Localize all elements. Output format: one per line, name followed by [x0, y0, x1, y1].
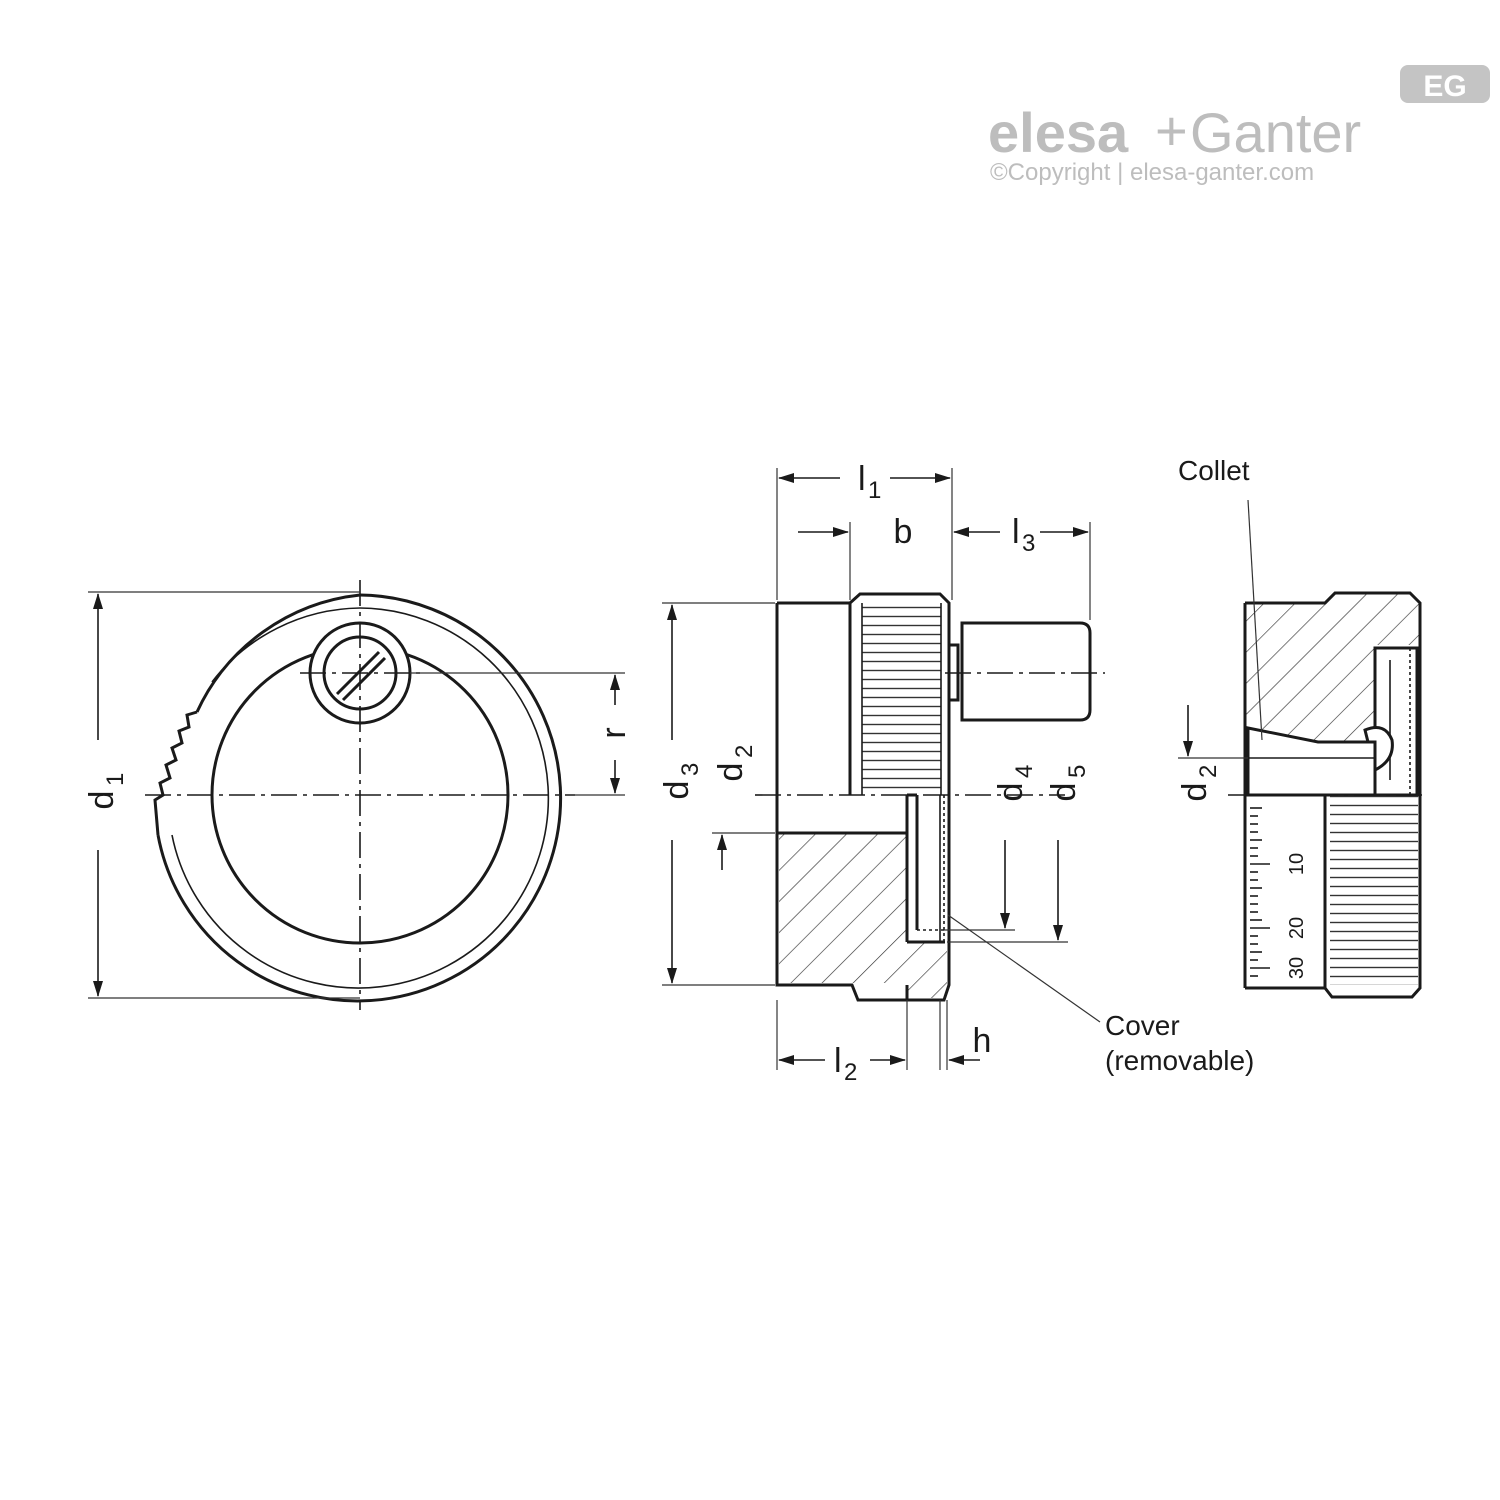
section-dim-label-d2: d — [1176, 783, 1214, 802]
brand-logo: EG elesa + Ganter ©Copyright | elesa-gan… — [988, 65, 1490, 186]
dim-label-l1: l — [858, 460, 866, 498]
dim-label-d3: d — [658, 781, 696, 800]
side-view: l 1 b l 3 d 3 d 2 d 4 — [658, 460, 1254, 1086]
dim-label-d4: d — [992, 783, 1030, 802]
dial-scale-label-10: 10 — [1286, 853, 1308, 875]
dim-label-l2: l — [834, 1042, 842, 1080]
dim-label-h: h — [973, 1022, 992, 1060]
dim-label-d1-sub: 1 — [102, 773, 129, 786]
dim-label-d5-sub: 5 — [1064, 765, 1091, 778]
dim-label-d5: d — [1045, 783, 1083, 802]
brand-name-ganter: Ganter — [1190, 101, 1361, 164]
dim-label-r: r — [595, 727, 633, 738]
brand-plus: + — [1155, 99, 1188, 162]
dim-label-l2-sub: 2 — [844, 1059, 857, 1086]
dim-label-l1-sub: 1 — [868, 477, 881, 504]
front-view: d 1 r — [83, 580, 633, 1010]
cover-sublabel: (removable) — [1105, 1045, 1254, 1076]
collet-label: Collet — [1178, 455, 1250, 486]
cover-label: Cover — [1105, 1010, 1180, 1041]
dial-scale-label-30: 30 — [1286, 957, 1308, 979]
dim-label-d2: d — [712, 763, 750, 782]
dim-label-l3: l — [1012, 513, 1020, 551]
dial-scale-ticks — [1250, 807, 1270, 977]
eg-badge-icon — [1400, 65, 1490, 103]
brand-name-elesa: elesa — [988, 101, 1129, 164]
dial-scale-label-20: 20 — [1286, 917, 1308, 939]
dim-label-d2-sub: 2 — [731, 745, 758, 758]
section-view: 10 20 30 Collet d 2 — [1176, 455, 1425, 999]
dim-label-d4-sub: 4 — [1011, 765, 1038, 778]
eg-badge-text: EG — [1423, 70, 1466, 103]
section-dim-label-d2-sub: 2 — [1195, 765, 1222, 778]
dim-label-l3-sub: 3 — [1022, 530, 1035, 557]
dim-label-b: b — [894, 513, 913, 551]
copyright-text: ©Copyright | elesa-ganter.com — [990, 159, 1314, 186]
dim-label-d1: d — [83, 791, 121, 810]
dim-label-d3-sub: 3 — [677, 763, 704, 776]
